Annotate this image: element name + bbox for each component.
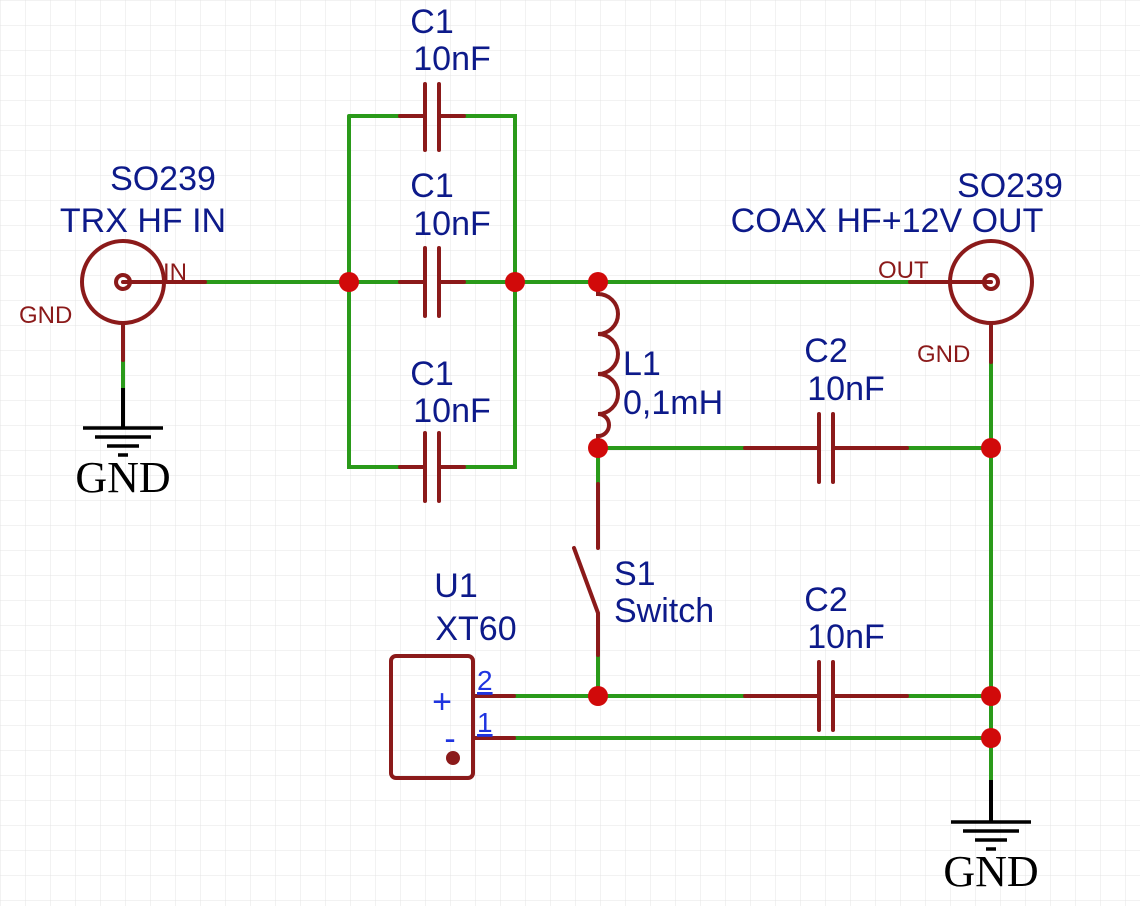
ground-symbol-right: GND bbox=[943, 780, 1039, 896]
capacitor-c2-bottom[interactable]: C2 10nF bbox=[743, 581, 909, 732]
c2-bot-ref: C2 bbox=[804, 581, 847, 619]
junction-dot bbox=[339, 272, 359, 292]
connector-out-pin-label: OUT bbox=[878, 257, 929, 284]
junction-dot bbox=[981, 438, 1001, 458]
ground-symbol-left: GND bbox=[75, 388, 171, 502]
connector-so239-in[interactable]: SO239 TRX HF IN IN GND bbox=[19, 160, 226, 362]
l1-value: 0,1mH bbox=[623, 384, 723, 422]
connector-u1-xt60[interactable]: U1 XT60 2 1 + - bbox=[389, 567, 517, 780]
l1-ref: L1 bbox=[623, 345, 661, 383]
junction-dot bbox=[588, 438, 608, 458]
u1-body bbox=[389, 654, 475, 780]
c1-top-ref: C1 bbox=[410, 3, 453, 41]
ground-left-label: GND bbox=[75, 453, 170, 502]
capacitor-c1-bottom[interactable]: C1 10nF bbox=[398, 355, 491, 503]
connector-in-gnd-label: GND bbox=[19, 302, 72, 329]
u1-minus-sign: - bbox=[444, 720, 455, 758]
junction-dot bbox=[588, 272, 608, 292]
c1-mid-ref: C1 bbox=[410, 167, 453, 205]
c1-top-value: 10nF bbox=[413, 40, 491, 78]
connector-so239-out[interactable]: SO239 COAX HF+12V OUT OUT GND bbox=[731, 167, 1063, 368]
c2-top-value: 10nF bbox=[807, 370, 885, 408]
u1-pin2-number: 2 bbox=[477, 665, 493, 696]
c1-bot-ref: C1 bbox=[410, 355, 453, 393]
c2-bot-value: 10nF bbox=[807, 618, 885, 656]
ground-right-label: GND bbox=[943, 847, 1038, 896]
u1-pin1-marker bbox=[446, 751, 460, 765]
connector-in-value: TRX HF IN bbox=[60, 202, 226, 240]
c1-bot-value: 10nF bbox=[413, 392, 491, 430]
inductor-l1[interactable]: L1 0,1mH bbox=[596, 280, 723, 450]
u1-value: XT60 bbox=[435, 610, 516, 648]
s1-value: Switch bbox=[614, 592, 714, 630]
c2-top-ref: C2 bbox=[804, 332, 847, 370]
junction-dot bbox=[981, 728, 1001, 748]
capacitor-c2-top[interactable]: C2 10nF bbox=[743, 332, 909, 484]
junction-dot bbox=[981, 686, 1001, 706]
u1-pin1-number: 1 bbox=[477, 707, 493, 738]
capacitor-c1-top[interactable]: C1 10nF bbox=[398, 3, 491, 152]
junctions bbox=[339, 272, 1001, 748]
connector-out-gnd-label: GND bbox=[917, 341, 970, 368]
c1-mid-value: 10nF bbox=[413, 205, 491, 243]
connector-out-ref: SO239 bbox=[957, 167, 1063, 205]
switch-s1[interactable]: S1 Switch bbox=[572, 482, 714, 657]
connector-in-ref: SO239 bbox=[110, 160, 216, 198]
connector-out-value: COAX HF+12V OUT bbox=[731, 202, 1044, 240]
s1-ref: S1 bbox=[614, 555, 656, 593]
capacitor-c1-middle[interactable]: C1 10nF bbox=[398, 167, 491, 318]
junction-dot bbox=[588, 686, 608, 706]
u1-plus-sign: + bbox=[432, 683, 452, 721]
u1-ref: U1 bbox=[434, 567, 477, 605]
connector-in-pin-label: IN bbox=[163, 259, 187, 286]
wires bbox=[121, 114, 993, 782]
junction-dot bbox=[505, 272, 525, 292]
